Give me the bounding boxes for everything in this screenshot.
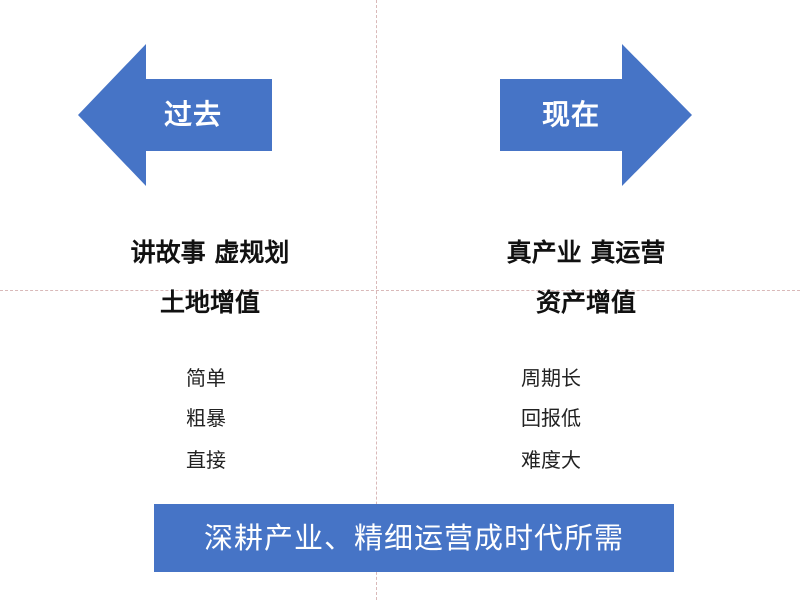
- left-arrow-icon: [78, 44, 272, 186]
- past-item: 简单: [186, 366, 226, 390]
- conclusion-banner: 深耕产业、精细运营成时代所需: [154, 504, 674, 572]
- now-heading-line1: 真产业 真运营: [506, 238, 666, 267]
- past-item: 直接: [186, 448, 226, 472]
- past-heading-line2: 土地增值: [159, 288, 260, 317]
- now-item: 回报低: [521, 406, 581, 430]
- now-heading-line2: 资产增值: [535, 288, 636, 317]
- now-item: 周期长: [521, 366, 581, 390]
- now-arrow-label: 现在: [541, 98, 600, 131]
- past-heading-line1: 讲故事 虚规划: [130, 238, 290, 267]
- right-arrow-icon: [500, 44, 692, 186]
- past-item: 粗暴: [186, 406, 226, 430]
- vertical-guide-line: [376, 0, 377, 600]
- past-arrow: 过去: [78, 44, 278, 186]
- now-arrow: 现在: [498, 44, 698, 186]
- horizontal-guide-line: [0, 290, 800, 291]
- now-item: 难度大: [521, 448, 581, 472]
- past-arrow-label: 过去: [163, 98, 222, 131]
